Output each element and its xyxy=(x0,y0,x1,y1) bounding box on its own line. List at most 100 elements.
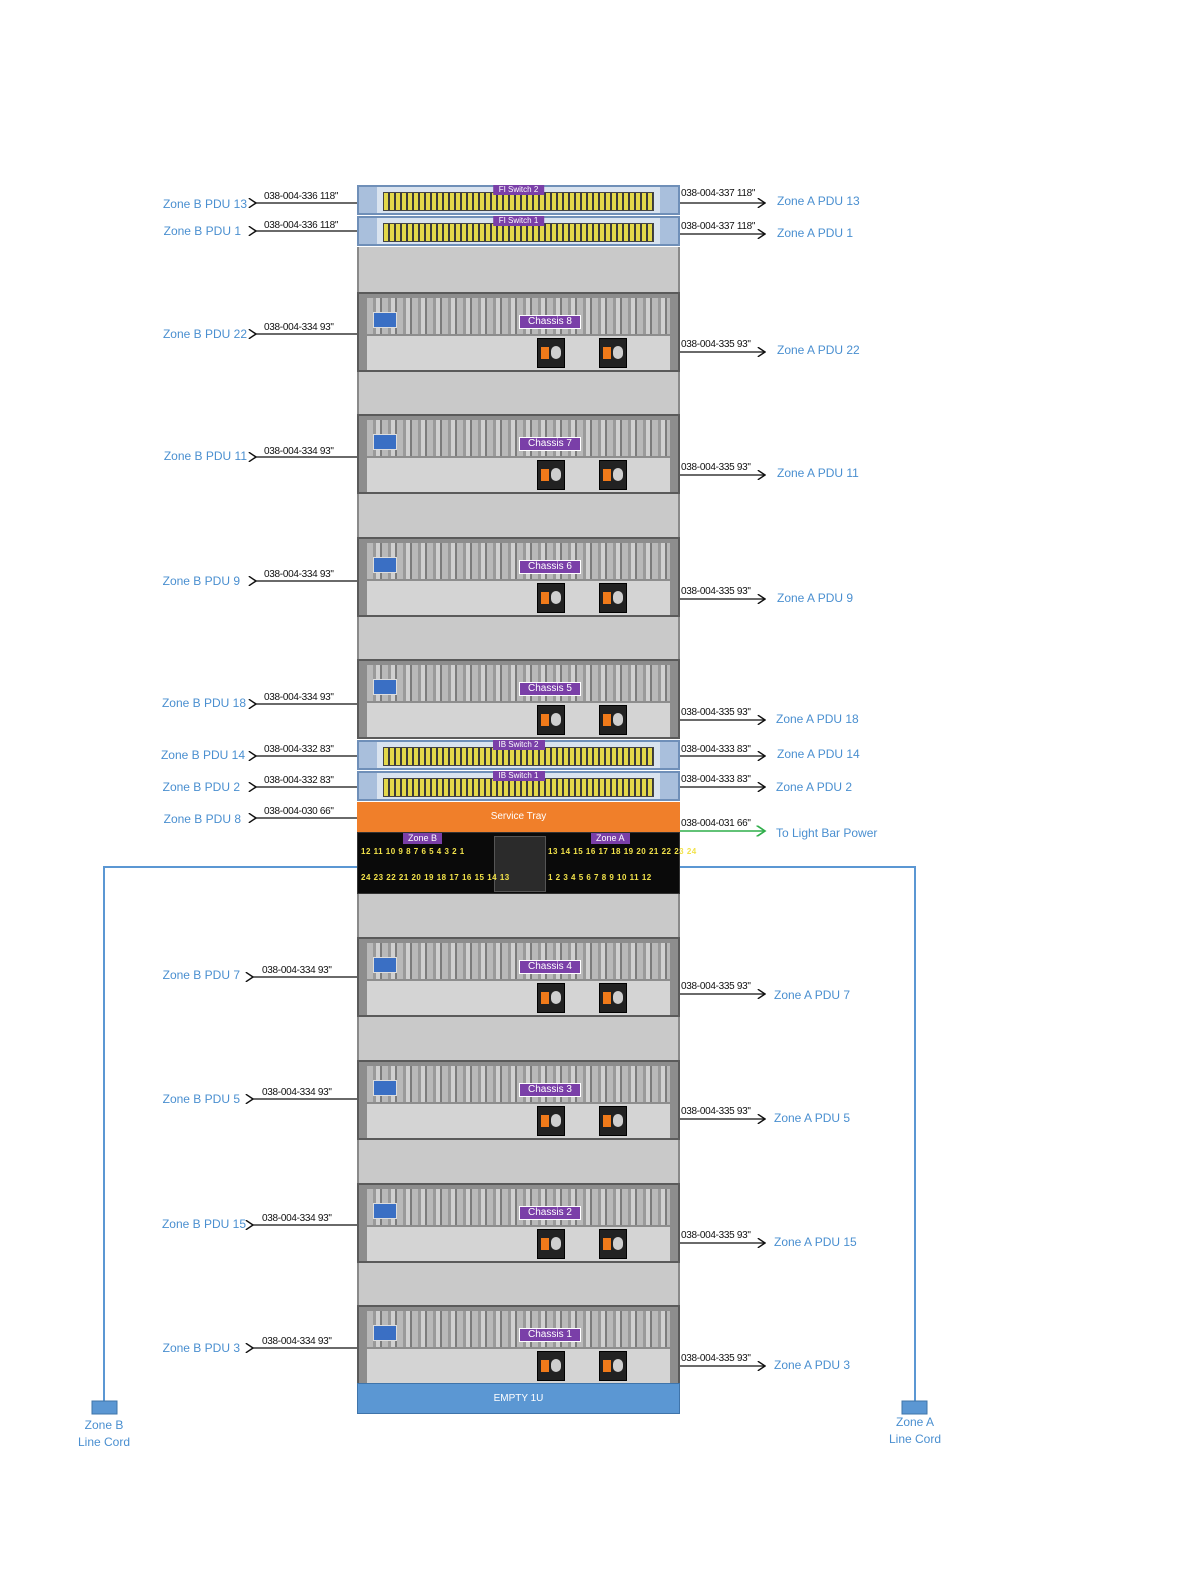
patch-tag-zone-b: Zone B xyxy=(403,833,443,844)
right-zone-label: Zone A PDU 2 xyxy=(776,780,853,794)
left-cable-label: 038-004-332 83" xyxy=(264,775,334,786)
left-cable-label: 038-004-334 93" xyxy=(262,1087,332,1098)
right-cable-label: 038-004-335 93" xyxy=(681,1230,751,1241)
vga-port xyxy=(373,1325,397,1341)
right-cable-label: 038-004-337 118" xyxy=(681,221,756,232)
chassis-8: Chassis 8 xyxy=(357,292,680,372)
psu xyxy=(599,1229,627,1259)
right-cable-label: 038-004-333 83" xyxy=(681,774,751,785)
right-zone-label: Zone A PDU 22 xyxy=(777,343,860,357)
left-zone-label: Zone B PDU 9 xyxy=(162,574,240,588)
vga-port xyxy=(373,957,397,973)
switch-tag: IB Switch 1 xyxy=(492,771,545,781)
psu xyxy=(537,583,565,613)
right-cable-label: 038-004-335 93" xyxy=(681,1106,751,1117)
chassis-top xyxy=(367,1066,670,1102)
right-cable-label: 038-004-335 93" xyxy=(681,586,751,597)
line-cord-label-line: Line Cord xyxy=(77,1435,131,1449)
vga-port xyxy=(373,679,397,695)
zone-b-line-cord-label: Zone B Line Cord xyxy=(64,1417,144,1451)
psu xyxy=(599,705,627,735)
rack-gap xyxy=(357,1140,680,1185)
vga-port xyxy=(373,434,397,450)
switch-tag: FI Switch 1 xyxy=(492,216,545,226)
chassis-1: Chassis 1 xyxy=(357,1305,680,1385)
right-zone-label: Zone A PDU 1 xyxy=(777,226,854,240)
left-cable-label: 038-004-334 93" xyxy=(262,1336,332,1347)
left-cable-label: 038-004-030 66" xyxy=(264,806,334,817)
vga-port xyxy=(373,557,397,573)
chassis-tag: Chassis 6 xyxy=(519,560,581,574)
chassis-top xyxy=(367,1311,670,1347)
chassis-tag: Chassis 3 xyxy=(519,1083,581,1097)
psu xyxy=(599,338,627,368)
left-cable-label: 038-004-334 93" xyxy=(262,1213,332,1224)
line-cord-label-line: Line Cord xyxy=(888,1432,942,1446)
right-cable-lines xyxy=(680,203,765,1366)
right-zone-label: Zone A PDU 14 xyxy=(777,747,860,761)
psu xyxy=(599,583,627,613)
ib-switch-2: IB Switch 2 xyxy=(357,740,680,770)
psu xyxy=(537,1229,565,1259)
rack-ear xyxy=(359,218,377,244)
switch-tag: FI Switch 2 xyxy=(492,185,545,195)
psu xyxy=(537,338,565,368)
rack-gap xyxy=(357,1263,680,1308)
chassis-top xyxy=(367,543,670,579)
rack-ear xyxy=(660,742,678,768)
fi-switch-1: FI Switch 1 xyxy=(357,216,680,246)
chassis-top xyxy=(367,420,670,456)
right-cable-label: 038-004-335 93" xyxy=(681,339,751,350)
chassis-3: Chassis 3 xyxy=(357,1060,680,1140)
chassis-6: Chassis 6 xyxy=(357,537,680,617)
right-cable-label: 038-004-337 118" xyxy=(681,188,756,199)
zone-a-line-cord-plug xyxy=(901,1400,928,1415)
left-zone-label: Zone B PDU 3 xyxy=(162,1341,240,1355)
left-cable-label: 038-004-336 118" xyxy=(264,191,339,202)
right-zone-label: Zone A PDU 5 xyxy=(774,1111,851,1125)
left-zone-label: Zone B PDU 8 xyxy=(163,812,241,826)
line-cord-label-line: Zone A xyxy=(895,1415,935,1429)
psu xyxy=(537,705,565,735)
left-zone-label: Zone B PDU 15 xyxy=(161,1217,246,1231)
left-cable-label: 038-004-336 118" xyxy=(264,220,339,231)
right-cable-label: 038-004-335 93" xyxy=(681,462,751,473)
psu xyxy=(599,1351,627,1381)
zone-a-line-cord-label: Zone A Line Cord xyxy=(875,1414,955,1448)
left-zone-label: Zone B PDU 18 xyxy=(161,696,246,710)
left-cable-label: 038-004-334 93" xyxy=(264,569,334,580)
chassis-tag: Chassis 4 xyxy=(519,960,581,974)
patch-panel: Zone B Zone A 12 11 10 9 8 7 6 5 4 3 2 1… xyxy=(357,832,696,894)
right-cable-label: 038-004-031 66" xyxy=(681,818,751,829)
rack-gap xyxy=(357,372,680,417)
right-cable-label: 038-004-335 93" xyxy=(681,981,751,992)
vga-port xyxy=(373,1080,397,1096)
chassis-tag: Chassis 1 xyxy=(519,1328,581,1342)
psu xyxy=(537,460,565,490)
right-zone-label: Zone A PDU 13 xyxy=(777,194,860,208)
left-cable-label: 038-004-332 83" xyxy=(264,744,334,755)
right-zone-label: Zone A PDU 18 xyxy=(776,712,859,726)
empty-1u: EMPTY 1U xyxy=(357,1383,680,1414)
left-zone-label: Zone B PDU 1 xyxy=(163,224,241,238)
rack-ear xyxy=(660,773,678,799)
left-cable-label: 038-004-334 93" xyxy=(264,446,334,457)
zone-a-line-cord-path xyxy=(680,866,916,1402)
chassis-top xyxy=(367,943,670,979)
right-cable-label: 038-004-335 93" xyxy=(681,707,751,718)
chassis-tag: Chassis 2 xyxy=(519,1206,581,1220)
rack-gap xyxy=(357,1017,680,1062)
rack-gap xyxy=(357,494,680,539)
chassis-top xyxy=(367,298,670,334)
rack-ear xyxy=(359,773,377,799)
rack-ear xyxy=(359,742,377,768)
chassis-tag: Chassis 7 xyxy=(519,437,581,451)
psu xyxy=(599,983,627,1013)
vga-port xyxy=(373,312,397,328)
psu xyxy=(599,460,627,490)
psu xyxy=(537,1351,565,1381)
right-cable-label: 038-004-333 83" xyxy=(681,744,751,755)
fi-switch-2: FI Switch 2 xyxy=(357,185,680,215)
patch-tag-zone-a: Zone A xyxy=(591,833,630,844)
